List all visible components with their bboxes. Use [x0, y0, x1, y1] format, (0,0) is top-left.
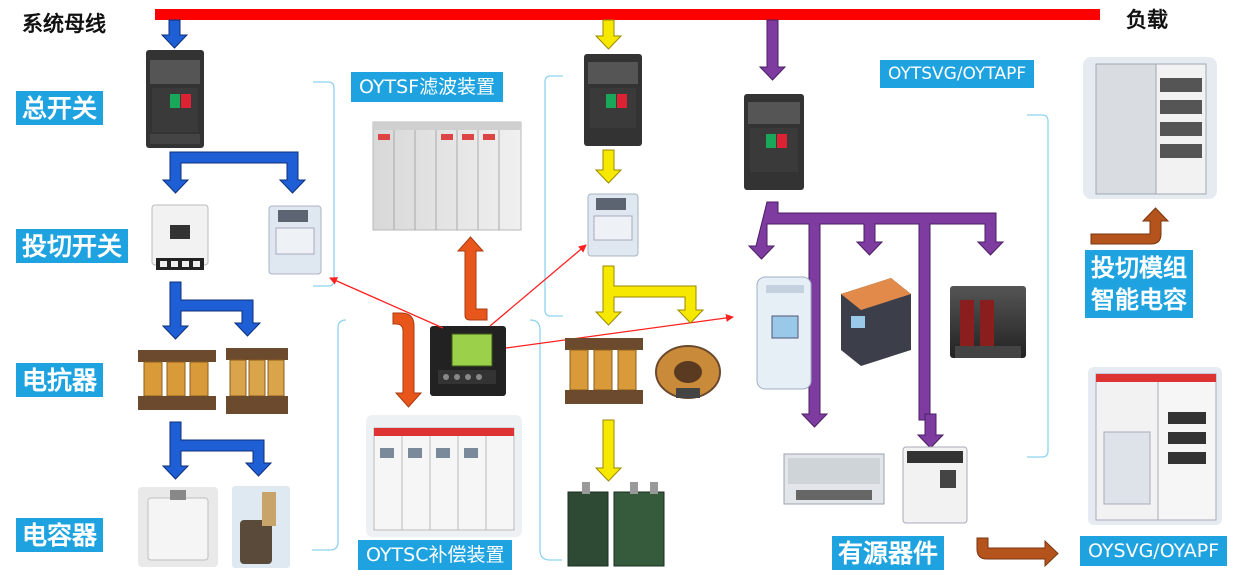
middle-smart-capacitor-image — [587, 193, 639, 257]
bracket-left-lower — [312, 319, 347, 551]
controller-image — [430, 326, 506, 396]
active-device-label: 有源器件 — [832, 536, 945, 570]
orange-arrow-to-tsc — [392, 312, 423, 408]
bus-label: 系统母线 — [22, 11, 106, 36]
toroidal-reactor-image — [655, 345, 721, 399]
purple-feed-arrow — [758, 19, 787, 81]
switching-module-image — [151, 204, 209, 270]
bracket-right — [1027, 114, 1049, 458]
tsc-product-label: OYTSC补偿装置 — [358, 540, 513, 570]
orange-arrow-to-tsf — [456, 236, 488, 321]
yellow-arrow-2 — [594, 149, 623, 184]
bracket-left-upper — [313, 81, 335, 287]
blue-split-arrow-1 — [161, 151, 307, 194]
reactor-label: 电抗器 — [16, 363, 104, 397]
svg-module-black-image — [950, 286, 1026, 358]
main-breaker-image — [146, 50, 204, 148]
yellow-arrow-3 — [594, 419, 623, 482]
bracket-middle-lower — [529, 319, 562, 561]
smart-capacitor-module-image — [756, 276, 812, 390]
yellow-split-arrow — [594, 265, 705, 326]
wall-active-filter-image — [902, 446, 968, 524]
blue-split-arrow-3 — [161, 421, 273, 480]
middle-reactor-image — [565, 338, 643, 404]
tsvg-product-label: OYTSVG/OYTAPF — [880, 60, 1035, 88]
svg-product-label: OYSVG/OYAPF — [1080, 536, 1228, 566]
brown-arrow-up — [1090, 207, 1170, 245]
right-breaker-image — [744, 94, 804, 190]
brown-arrow-right — [976, 537, 1059, 568]
rack-active-filter-image — [783, 453, 885, 505]
cylinder-capacitor-image — [232, 486, 290, 568]
system-bus-bar — [155, 9, 1100, 20]
blue-split-arrow-2 — [161, 281, 262, 340]
red-signal-arrows — [329, 244, 734, 349]
blue-feed-arrow — [160, 19, 189, 49]
box-capacitor-image — [138, 487, 218, 567]
tsc-cabinet-image — [366, 415, 522, 537]
tsvg-cabinet-image — [1088, 367, 1222, 525]
main-switch-label: 总开关 — [16, 91, 104, 125]
active-module-orange-image — [841, 278, 911, 366]
smart-capacitor-label-line-2: 智能电容 — [1091, 286, 1187, 314]
capacitor-label: 电容器 — [16, 518, 104, 552]
bracket-middle-upper — [544, 75, 563, 317]
switching-switch-label: 投切开关 — [16, 229, 129, 263]
purple-distribution-arrows — [747, 201, 1005, 449]
middle-breaker-image — [584, 54, 642, 146]
svg-cabinet-image — [1083, 57, 1217, 199]
reactor-image-2 — [226, 348, 288, 414]
tsf-cabinet-image — [372, 121, 522, 231]
smart-capacitor-label-line-1: 投切模组 — [1091, 254, 1187, 282]
power-capacitor-image — [567, 482, 665, 567]
yellow-feed-arrow — [594, 19, 623, 50]
smart-capacitor-small-image — [268, 205, 322, 275]
load-label: 负载 — [1126, 7, 1168, 32]
smart-capacitor-label: 投切模组 智能电容 — [1085, 250, 1193, 318]
tsf-product-label: OYTSF滤波装置 — [351, 72, 504, 102]
reactor-image-1 — [138, 350, 216, 410]
